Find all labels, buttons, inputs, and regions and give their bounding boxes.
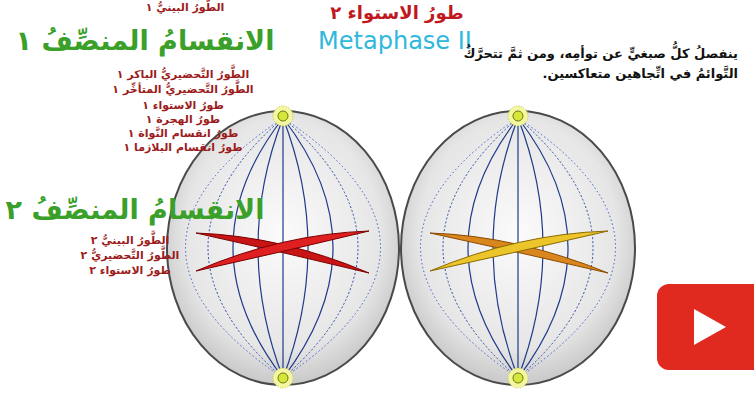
centrosome <box>508 106 528 126</box>
centrosome <box>508 368 528 388</box>
phase-item: طورُ انقسام النَّواة ١ <box>128 127 239 141</box>
division-heading: الانقسامُ المنصِّفُ ٢ <box>6 193 265 227</box>
phase-item: طورُ الهجرة ١ <box>146 113 220 127</box>
chromosomes-yellow <box>430 231 608 273</box>
chromosomes-red <box>196 231 369 273</box>
english-title: Metaphase II <box>318 26 472 56</box>
centrosome <box>273 106 293 126</box>
phase-item: طورُ انقسام البلازما ١ <box>123 141 242 155</box>
centrosome <box>273 368 293 388</box>
phase-item: الطَّورُ التَّحضيريُّ المتأخِّر ١ <box>112 83 253 97</box>
spindle-fibers <box>421 118 616 378</box>
phase-item: الطَّورُ البينيُّ ٢ <box>91 234 170 248</box>
video-play-icon <box>657 284 754 370</box>
division-heading: الانقسامُ المنصِّفُ ١ <box>16 24 275 58</box>
phase-item: طورُ الاستواء ٢ <box>89 264 171 278</box>
spindle-fibers <box>186 118 381 378</box>
phase-title: طورُ الاستواء ٢ <box>330 2 463 25</box>
right-cell <box>401 106 635 388</box>
cell-membrane <box>401 111 635 385</box>
phase-item: الطَّورُ التَّحضيريُّ ٢ <box>81 249 180 263</box>
phase-item: طورُ الاستواء ١ <box>142 99 224 113</box>
phase-item: الطَّورُ التَّحضيريُّ الباكر ١ <box>117 68 249 82</box>
description-note: ينفصلُ كلُّ صبغيٍّ عن توأمِه، ومن ثمَّ ت… <box>438 44 738 83</box>
phase-item: الطَّورُ البينيُّ ١ <box>146 1 225 15</box>
